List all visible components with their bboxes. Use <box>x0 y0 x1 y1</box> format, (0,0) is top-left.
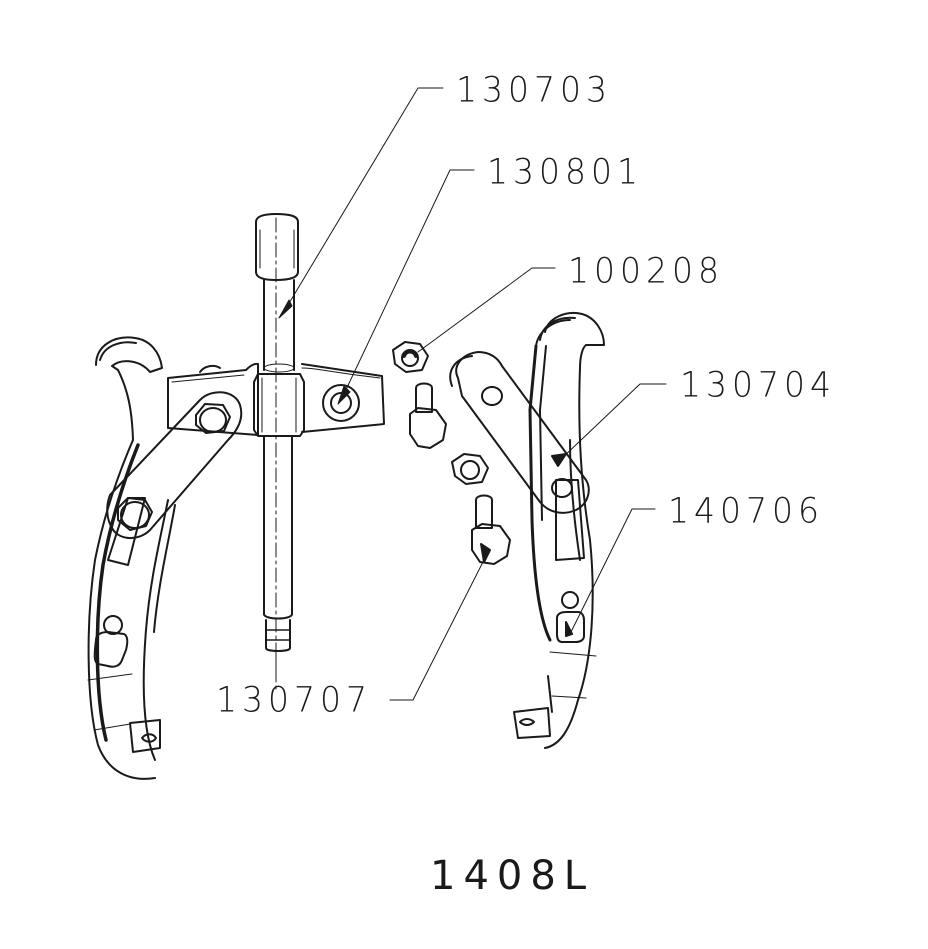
right-link-plate <box>449 351 590 514</box>
callout-130703: 130703 <box>456 68 612 110</box>
left-link-plate <box>106 391 243 539</box>
callout-130704: 130704 <box>680 363 836 405</box>
yoke-crossbar <box>167 362 385 437</box>
callout-100208: 100208 <box>568 249 724 291</box>
model-number: 1408L <box>430 853 595 899</box>
forcing-screw <box>255 213 299 691</box>
left-jaw-illustration <box>87 336 176 780</box>
leader-lines <box>275 87 667 701</box>
right-jaw-illustration <box>513 312 605 749</box>
callout-130801: 130801 <box>487 150 643 192</box>
callout-130707: 130707 <box>216 678 372 720</box>
hardware-nuts-bolts <box>392 341 511 565</box>
callout-140706: 140706 <box>668 489 824 531</box>
